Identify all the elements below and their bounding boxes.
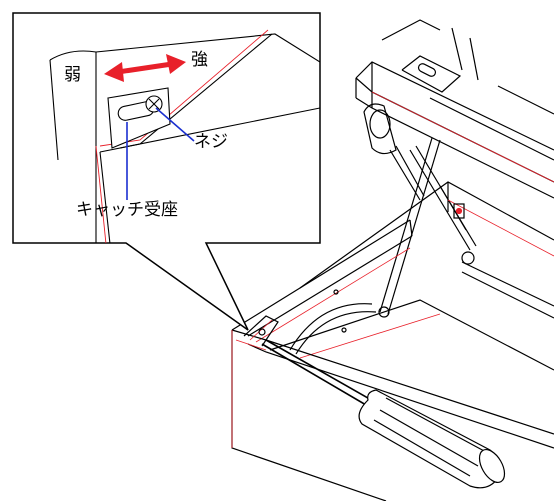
label-screw: ネジ [194,132,228,152]
callout-zoom-box [12,12,321,331]
scissor-lift-arms [378,137,477,318]
double-arrow-icon [104,54,186,82]
screwdriver-icon [261,339,506,489]
bed-frame-drawing [231,19,554,501]
label-catch-seat: キャッチ受座 [76,200,178,220]
label-strong: 強 [191,50,208,70]
label-weak: 弱 [64,65,81,85]
lifted-top-frame [355,19,554,201]
screw-icon [145,95,163,113]
pointer-lines [126,107,195,200]
